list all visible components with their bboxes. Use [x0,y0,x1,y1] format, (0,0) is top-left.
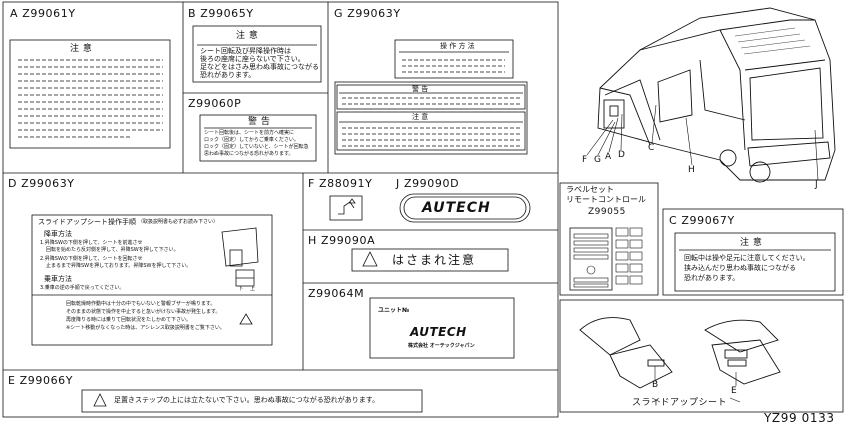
label-z99060p-line1: シート回転後は、シートを前方へ確実に [204,130,295,136]
label-g-caution [336,111,526,151]
label-d-sw-up: 上 [250,286,256,292]
label-d-warn1: 回転乾燥時作動中は十分の中でもいないと警報ブザーが鳴ります。 [66,301,216,307]
sheet-code: YZ99 0133 [764,411,835,425]
remote-body [569,227,613,291]
label-g-warning [336,84,526,110]
vehicle-drawing [597,7,836,183]
label-z99060p-title: 警 告 [248,117,271,127]
label-b-line4: 恐れがあります。 [200,71,256,79]
part-label-c: C Z99067Y [669,214,735,227]
label-m-company: 株式会社 オーテックジャパン [408,343,475,349]
label-z99060p-plate [199,114,317,162]
label-c-title: 注 意 [740,238,763,248]
label-d-step1b: 回転を始めたら反対側を押して、昇降SWを押して下さい。 [46,247,179,253]
remote-button-grid [615,227,643,285]
label-c-line2: 挟み込んだり思わぬ事故につながる [684,264,796,272]
label-g-caution-title: 注 意 [412,113,429,121]
label-z99060p-line2: ロック（固定）してからご乗車ください。 [204,137,299,143]
label-f-plate [329,195,363,221]
h-warn-triangle [362,251,378,267]
rear-window [749,67,824,141]
leader-lines [586,104,819,181]
d-warn-triangle [239,313,253,325]
label-c-line1: 回転中は操や足元に注意してください。 [684,254,810,262]
remote-part: Z99055 [588,207,626,217]
autech-logo-j: AUTECH [422,200,491,216]
label-c-plate [674,232,836,292]
label-g-title: 操 作 方 法 [440,42,475,50]
label-e-text: 足置きステップの上には立たないで下さい。思わぬ事故につながる恐れがあります。 [114,396,380,404]
label-d-sw-down: 下 [238,286,244,292]
part-label-d: D Z99063Y [8,177,75,190]
part-label-j: J Z99090D [396,177,460,190]
callout-f: F [582,155,588,165]
callout-g: G [594,155,602,165]
label-b-line3: 足などをはさみ思わぬ事故につながる [200,63,319,71]
callout-c: C [648,143,655,153]
seat-caption: スライドアップシート [632,398,728,408]
label-d-plate [31,214,273,346]
part-label-m: Z99064M [308,287,365,300]
label-b-title: 注 意 [236,31,259,41]
label-d-step3: 3.乗車の逆の手順で戻ってください。 [40,285,125,291]
part-label-z99060p: Z99060P [188,97,242,110]
autech-logo-m: AUTECH [410,325,467,339]
label-d-step1: 1.昇降SWの下側を押して、シートを前進させ [40,240,143,246]
part-label-b: B Z99065Y [188,7,254,20]
remote-frame [559,182,659,296]
c-frame [662,208,844,296]
label-g-warning-title: 警 告 [412,85,429,93]
label-d-title: スライドアップシート操作手順 [38,218,136,226]
label-m-unit: ユニット№ [378,307,410,314]
label-z99060p-line3: ロック（固定）していないと、シートが回転急 [204,144,309,150]
seat-drawing-left [579,317,673,389]
label-b-line2: 後ろの座席に座らないで下さい。 [200,55,305,63]
label-a-plate [9,39,171,149]
rear-bumper [747,141,831,167]
label-d-heading2: 乗車方法 [44,275,72,283]
callout-j: J [815,180,819,190]
label-d-warn3: 再度降りる時には乗りて回転状況をたしかめて下さい。 [66,317,192,323]
callout-d: D [618,150,626,160]
label-d-heading1: 降車方法 [44,230,72,238]
label-b-plate [192,25,322,83]
callout-b: B [652,380,659,390]
part-label-g: G Z99063Y [334,7,401,20]
label-a-title: 注 意 [70,44,93,54]
label-e-plate [81,389,423,413]
label-h-text: はさまれ注意 [392,253,477,267]
remote-line1: ラベルセット [566,185,614,194]
label-g-plate [394,39,514,79]
part-label-a: A Z99061Y [10,7,76,20]
part-label-e: E Z99066Y [8,374,74,387]
label-d-step2: 2.昇降SWの下側を押して、シートを回転させ [40,256,143,262]
callout-e: E [731,386,738,396]
seat-frame [559,299,844,413]
callout-a: A [605,152,612,162]
callout-h: H [688,165,696,175]
label-m-plate [369,297,515,359]
label-d-warn2: そのままの状態で操作を中止すると急いがけない事故が発生します。 [66,309,221,315]
label-c-line3: 恐れがあります。 [684,274,740,282]
part-label-f: F Z88091Y [308,177,373,190]
seat-drawing-right [704,319,781,385]
label-b-line1: シート回転及び昇降操作時は [200,47,291,55]
remote-line2: リモートコントロール [566,195,646,204]
seat-sketch [221,227,259,267]
left-frame [2,1,559,418]
f-seat-icon [338,201,355,215]
label-z99060p-line4: 思わぬ事故につながる恐れがあります。 [204,151,294,157]
label-j-badge [399,193,531,223]
label-d-subtitle: （取扱説明書も必ずお読み下さい） [138,219,219,225]
label-h-plate [351,248,509,272]
label-d-step2b: 止まるまで昇降SWを押しております。昇降SWを押して下さい。 [46,263,192,269]
e-warn-triangle [93,393,107,407]
part-label-h: H Z99090A [308,234,376,247]
label-d-warn4: ※シート移動がなくなった時は、アシレンス取扱説明書をご覧下さい。 [66,325,225,331]
